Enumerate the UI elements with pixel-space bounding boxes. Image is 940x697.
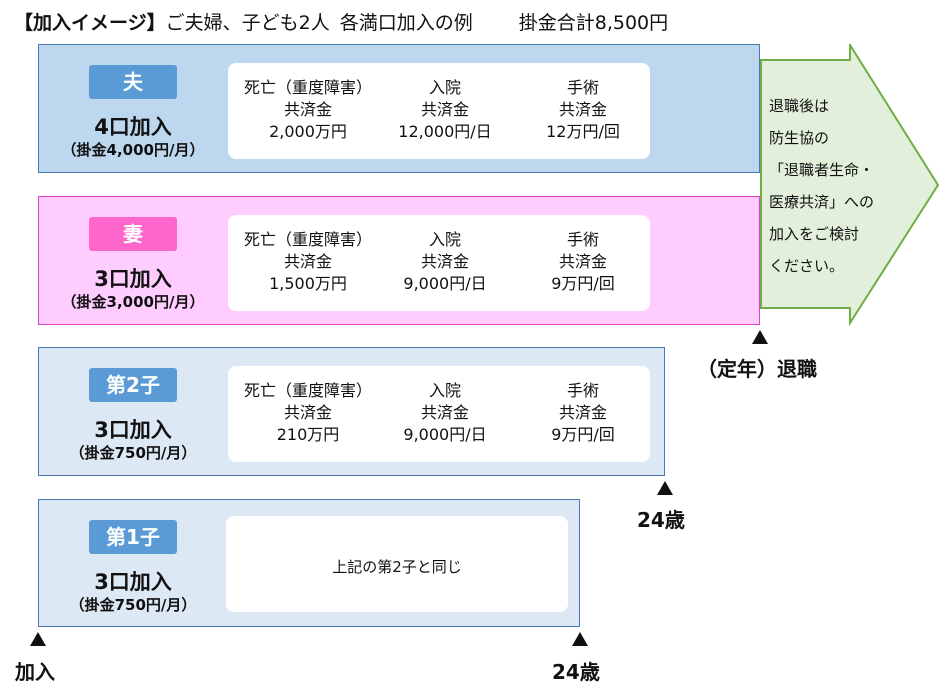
benefit-amount: 9,000円/日 [403, 425, 487, 444]
benefit-amount: 12万円/回 [546, 122, 620, 141]
member-badge: 第1子 [89, 520, 177, 554]
member-units: 3口加入 [94, 267, 172, 291]
benefit-amount: 12,000円/日 [398, 122, 492, 141]
benefit-hospital: 入院 共済金 12,000円/日 [380, 77, 510, 143]
arrow-text-line: 医療共済」への [769, 193, 875, 211]
member-monthly-fee: （掛金750円/月） [69, 596, 197, 614]
benefit-label: 入院 [428, 381, 461, 400]
member-band-first-child: 第1子 3口加入 （掛金750円/月） 上記の第2子と同じ [38, 499, 580, 627]
benefit-label: 死亡（重度障害） [243, 381, 372, 400]
benefit-label: 死亡（重度障害） [243, 78, 372, 97]
benefit-label: 手術 [566, 381, 599, 400]
arrow-text-line: 加入をご検討 [769, 225, 860, 243]
benefit-label: 死亡（重度障害） [243, 230, 372, 249]
member-badge: 夫 [89, 65, 177, 99]
benefit-card: 死亡（重度障害） 共済金 210万円 入院 共済金 9,000円/日 手術 共済… [228, 366, 650, 462]
benefit-sublabel: 共済金 [420, 100, 469, 119]
benefit-sublabel: 共済金 [558, 403, 607, 422]
benefit-amount: 210万円 [276, 425, 340, 444]
benefit-amount: 9万円/回 [551, 425, 615, 444]
benefit-sublabel: 共済金 [420, 252, 469, 271]
title-total: 掛金合計8,500円 [518, 12, 669, 34]
arrow-text-line: 防生協の [769, 129, 830, 147]
benefit-card: 死亡（重度障害） 共済金 1,500万円 入院 共済金 9,000円/日 手術 … [228, 215, 650, 311]
title-tag: 【加入イメージ】 [14, 12, 166, 34]
retirement-arrow [760, 44, 940, 326]
member-band-husband: 夫 4口加入 （掛金4,000円/月） 死亡（重度障害） 共済金 2,000万円… [38, 44, 760, 173]
title-description-2: 各満口加入の例 [339, 12, 473, 34]
benefit-amount: 1,500万円 [269, 274, 347, 293]
benefit-death: 死亡（重度障害） 共済金 1,500万円 [233, 229, 383, 295]
retirement-label: （定年）退職 [697, 357, 817, 381]
arrow-text-line: 「退職者生命・ [769, 161, 875, 179]
join-label: 加入 [15, 660, 55, 684]
title-description: ご夫婦、子ども2人 [165, 12, 330, 34]
member-monthly-fee: （掛金3,000円/月） [61, 293, 205, 311]
page-title: 【加入イメージ】ご夫婦、子ども2人各満口加入の例 掛金合計8,500円 [14, 8, 668, 35]
age-label-second-child: 24歳 [637, 508, 685, 532]
benefit-surgery: 手術 共済金 9万円/回 [518, 229, 648, 295]
benefit-label: 手術 [566, 78, 599, 97]
member-badge: 妻 [89, 217, 177, 251]
benefit-label: 手術 [566, 230, 599, 249]
arrow-text-line: ください。 [769, 257, 845, 275]
member-band-wife: 妻 3口加入 （掛金3,000円/月） 死亡（重度障害） 共済金 1,500万円… [38, 196, 760, 325]
member-band-second-child: 第2子 3口加入 （掛金750円/月） 死亡（重度障害） 共済金 210万円 入… [38, 347, 665, 476]
benefit-label: 入院 [428, 78, 461, 97]
benefit-sublabel: 共済金 [283, 252, 332, 271]
same-as-note: 上記の第2子と同じ [332, 558, 462, 576]
retirement-marker-icon [752, 330, 768, 344]
member-monthly-fee: （掛金4,000円/月） [61, 141, 205, 159]
benefit-sublabel: 共済金 [283, 403, 332, 422]
age-label-first-child: 24歳 [552, 660, 600, 684]
benefit-surgery: 手術 共済金 12万円/回 [518, 77, 648, 143]
benefit-surgery: 手術 共済金 9万円/回 [518, 380, 648, 446]
benefit-hospital: 入院 共済金 9,000円/日 [380, 380, 510, 446]
member-monthly-fee: （掛金750円/月） [69, 444, 197, 462]
benefit-card: 死亡（重度障害） 共済金 2,000万円 入院 共済金 12,000円/日 手術… [228, 63, 650, 159]
retirement-arrow-shape [760, 44, 940, 326]
benefit-death: 死亡（重度障害） 共済金 2,000万円 [233, 77, 383, 143]
benefit-amount: 9万円/回 [551, 274, 615, 293]
member-units: 3口加入 [94, 418, 172, 442]
benefit-label: 入院 [428, 230, 461, 249]
age-marker-icon [657, 481, 673, 495]
benefit-sublabel: 共済金 [420, 403, 469, 422]
benefit-sublabel: 共済金 [558, 100, 607, 119]
join-marker-icon [30, 632, 46, 646]
arrow-text-line: 退職後は [769, 97, 830, 115]
benefit-sublabel: 共済金 [558, 252, 607, 271]
age-marker-icon [572, 632, 588, 646]
retirement-arrow-text: 退職後は 防生協の 「退職者生命・ 医療共済」への 加入をご検討 ください。 [769, 90, 874, 282]
member-badge: 第2子 [89, 368, 177, 402]
benefit-hospital: 入院 共済金 9,000円/日 [380, 229, 510, 295]
member-units: 4口加入 [94, 115, 172, 139]
benefit-card: 上記の第2子と同じ [226, 516, 568, 612]
benefit-sublabel: 共済金 [283, 100, 332, 119]
benefit-amount: 2,000万円 [269, 122, 347, 141]
member-units: 3口加入 [94, 570, 172, 594]
benefit-amount: 9,000円/日 [403, 274, 487, 293]
benefit-death: 死亡（重度障害） 共済金 210万円 [233, 380, 383, 446]
